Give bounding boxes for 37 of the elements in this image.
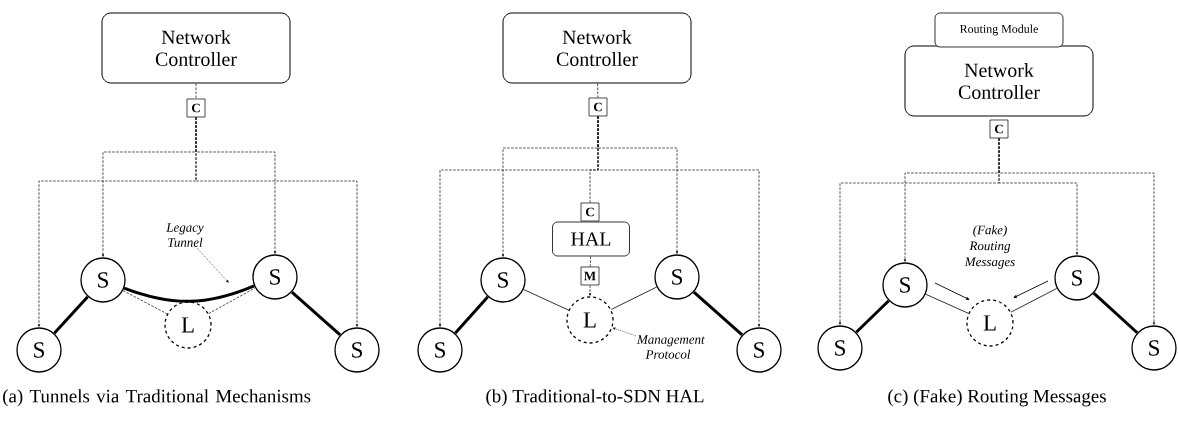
leader-line <box>612 327 637 337</box>
caption: (c) (Fake) Routing Messages <box>888 389 1106 407</box>
controller-box: Network Controller <box>101 12 291 84</box>
protocol-box: C <box>989 119 1009 139</box>
connector <box>123 284 255 303</box>
annotation: (Fake) Routing Messages <box>964 225 1015 269</box>
connector <box>855 299 890 334</box>
connector <box>290 290 342 337</box>
connector <box>195 83 197 99</box>
connector <box>597 83 599 98</box>
connector <box>122 290 168 315</box>
caption: (b) Traditional-to-SDN HAL <box>486 389 704 407</box>
controller-box: Network Controller <box>904 45 1094 117</box>
connector <box>208 287 256 314</box>
annotation: Management Protocol <box>636 335 705 359</box>
arrow <box>597 116 761 327</box>
caption: (a) Tunnels via Traditional Mechanisms <box>3 389 311 407</box>
protocol-box: M <box>580 266 600 286</box>
connector <box>454 295 489 335</box>
connector <box>692 290 744 337</box>
module-box: Routing Module <box>934 12 1064 48</box>
connector <box>610 286 658 310</box>
connector <box>1092 292 1139 334</box>
connector <box>523 289 569 311</box>
arrow <box>195 117 359 327</box>
controller-box: Network Controller <box>502 12 692 84</box>
protocol-box: C <box>580 202 600 222</box>
leader-line <box>196 247 229 283</box>
arrow <box>588 285 592 296</box>
connector <box>1010 288 1058 313</box>
protocol-box: C <box>186 98 206 118</box>
connector <box>589 256 591 267</box>
annotation: Legacy Tunnel <box>166 223 204 247</box>
protocol-box: C <box>588 97 608 117</box>
connector <box>925 293 969 314</box>
connector <box>53 295 89 335</box>
arrow <box>998 138 1156 325</box>
